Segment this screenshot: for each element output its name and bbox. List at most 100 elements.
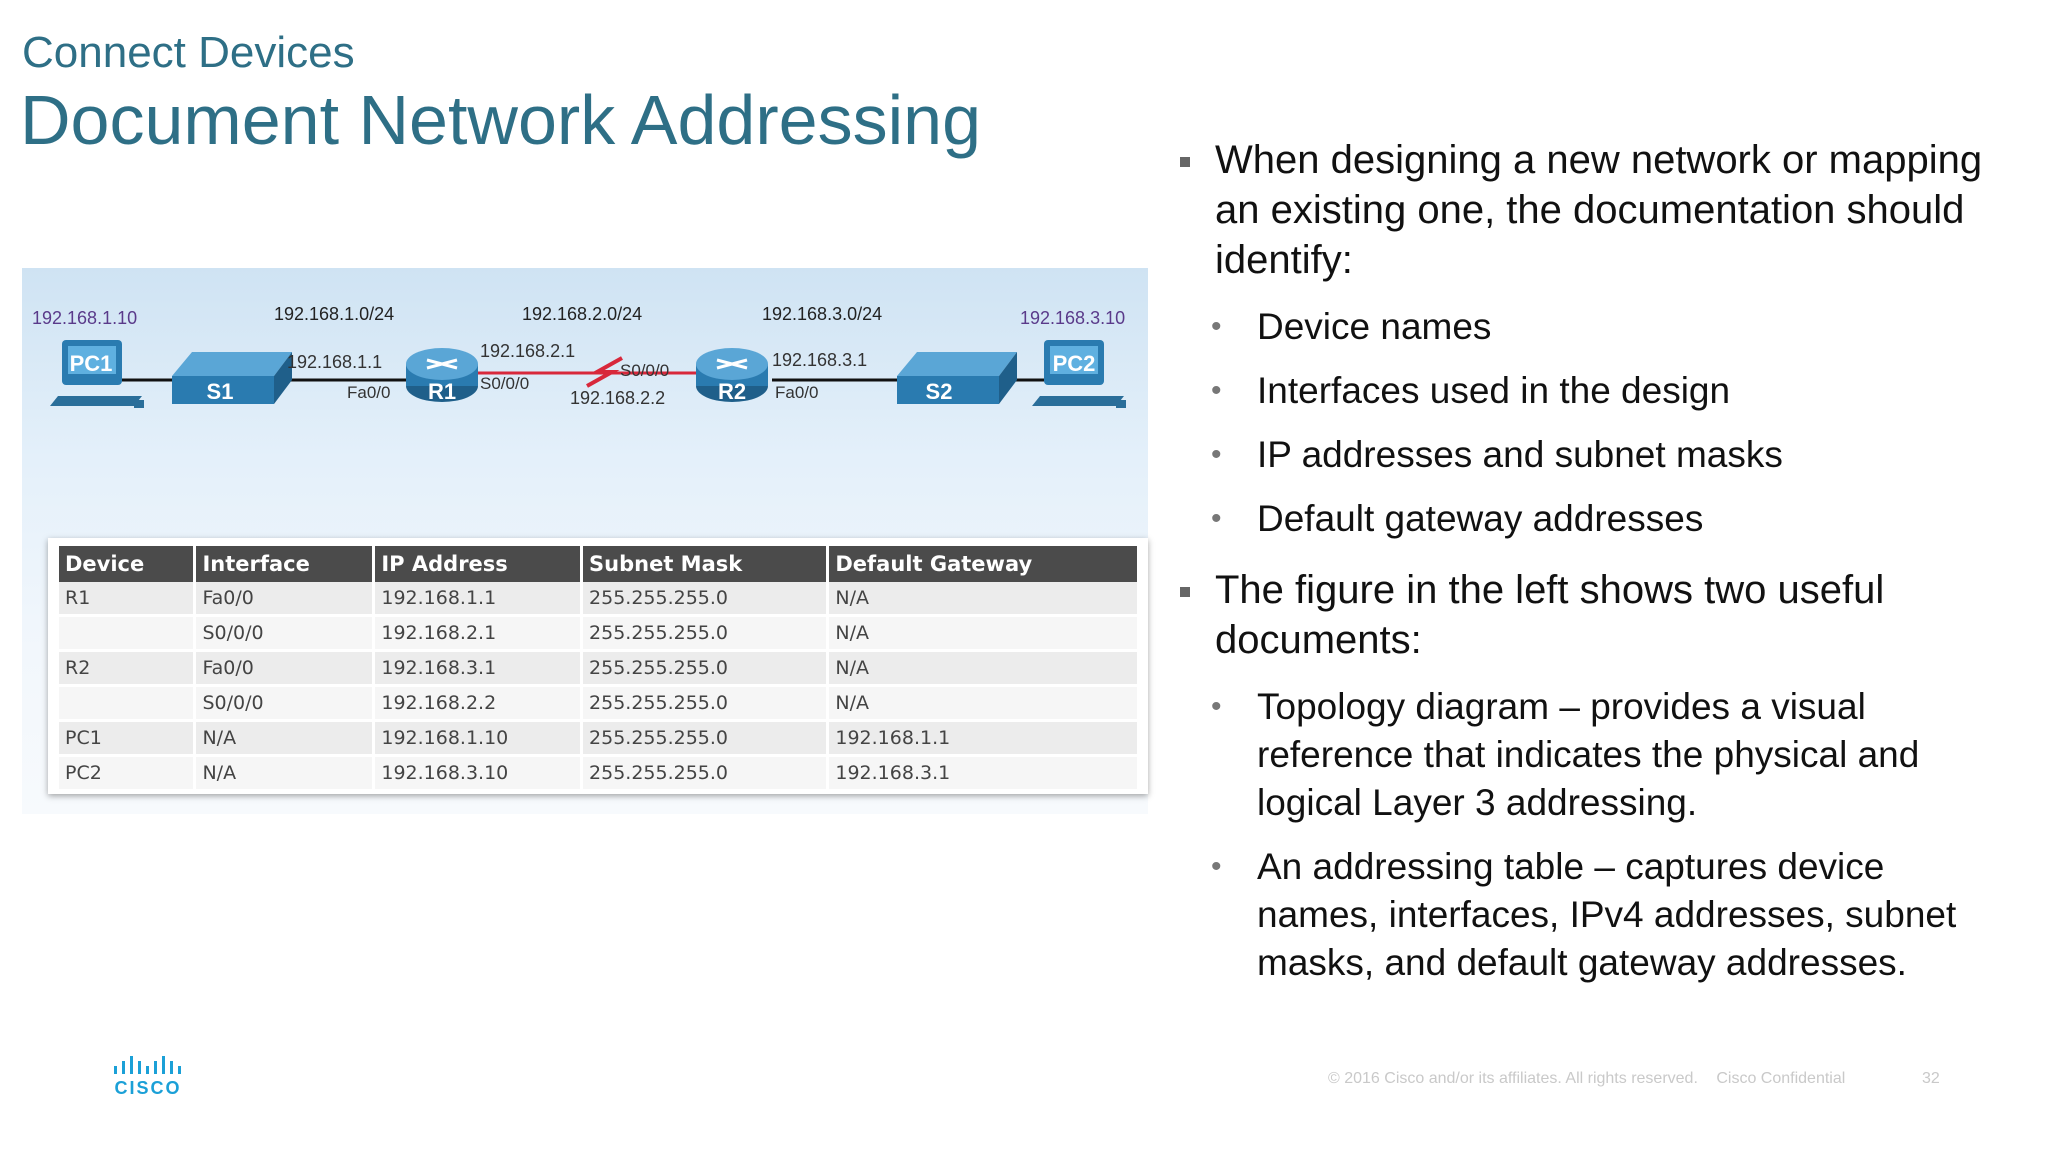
cell-gateway: N/A <box>829 582 1137 617</box>
slide-title: Document Network Addressing <box>20 81 981 159</box>
footer-copyright: © 2016 Cisco and/or its affiliates. All … <box>1328 1070 1698 1087</box>
dot-bullet-icon: • <box>1211 374 1222 407</box>
square-bullet-icon <box>1180 587 1190 597</box>
r2-lan-ip: 192.168.3.1 <box>772 350 867 370</box>
cell-interface: N/A <box>196 722 373 757</box>
dot-bullet-icon: • <box>1211 690 1222 723</box>
r2-wan-ip: 192.168.2.2 <box>570 388 665 408</box>
cisco-logo-text: CISCO <box>114 1078 181 1098</box>
s1-switch-icon <box>172 352 292 404</box>
cell-interface: S0/0/0 <box>196 617 373 652</box>
page-number: 32 <box>1922 1070 1940 1087</box>
cell-gateway: 192.168.1.1 <box>829 722 1137 757</box>
footer-confidential: Cisco Confidential <box>1716 1070 1846 1087</box>
r2-label: R2 <box>718 379 746 404</box>
r2-wan-if: S0/0/0 <box>620 361 669 380</box>
sub-bullet-item: • Topology diagram – provides a visual r… <box>1180 683 2000 827</box>
table-header-row: Device Interface IP Address Subnet Mask … <box>59 546 1137 582</box>
sub-bullet-text: IP addresses and subnet masks <box>1257 434 1783 475</box>
cell-mask: 255.255.255.0 <box>583 687 827 722</box>
pc1-icon <box>50 340 144 408</box>
table-row: S0/0/0 192.168.2.1 255.255.255.0 N/A <box>59 617 1137 652</box>
bullet-text: When designing a new network or mapping … <box>1215 138 1983 282</box>
cell-ip: 192.168.1.10 <box>375 722 581 757</box>
cell-mask: 255.255.255.0 <box>583 617 827 652</box>
r1-wan-ip: 192.168.2.1 <box>480 341 575 361</box>
s1-label: S1 <box>207 379 234 404</box>
cell-ip: 192.168.2.2 <box>375 687 581 722</box>
sub-bullet-item: • IP addresses and subnet masks <box>1180 431 2000 479</box>
pc2-icon <box>1032 340 1126 408</box>
cell-mask: 255.255.255.0 <box>583 722 827 757</box>
sub-bullet-text: Topology diagram – provides a visual ref… <box>1257 686 1920 823</box>
sub-bullet-item: • Device names <box>1180 303 2000 351</box>
pc1-label: PC1 <box>70 351 113 376</box>
addressing-table-card: Device Interface IP Address Subnet Mask … <box>48 538 1148 794</box>
cell-ip: 192.168.3.10 <box>375 757 581 792</box>
section-title: Connect Devices <box>22 28 355 77</box>
network-figure: PC1 S1 R1 R2 S2 <box>22 268 1148 814</box>
square-bullet-icon <box>1180 157 1190 167</box>
dot-bullet-icon: • <box>1211 310 1222 343</box>
dot-bullet-icon: • <box>1211 850 1222 883</box>
r2-lan-if: Fa0/0 <box>775 383 818 402</box>
cell-gateway: N/A <box>829 652 1137 687</box>
table-row: S0/0/0 192.168.2.2 255.255.255.0 N/A <box>59 687 1137 722</box>
sub-bullet-text: Default gateway addresses <box>1257 498 1704 539</box>
s2-switch-icon <box>897 352 1017 404</box>
sub-bullet-item: • Interfaces used in the design <box>1180 367 2000 415</box>
r1-lan-if: Fa0/0 <box>347 383 390 402</box>
net2-label: 192.168.2.0/24 <box>522 304 642 324</box>
table-row: PC2 N/A 192.168.3.10 255.255.255.0 192.1… <box>59 757 1137 792</box>
r1-label: R1 <box>428 379 456 404</box>
cell-gateway: N/A <box>829 617 1137 652</box>
net1-label: 192.168.1.0/24 <box>274 304 394 324</box>
col-interface: Interface <box>196 546 373 582</box>
cell-mask: 255.255.255.0 <box>583 582 827 617</box>
sub-bullet-item: • An addressing table – captures device … <box>1180 843 2000 987</box>
cell-interface: Fa0/0 <box>196 582 373 617</box>
cell-mask: 255.255.255.0 <box>583 757 827 792</box>
addressing-table: Device Interface IP Address Subnet Mask … <box>56 546 1140 792</box>
sub-bullet-text: Device names <box>1257 306 1492 347</box>
s2-label: S2 <box>926 379 953 404</box>
serial-zigzag <box>586 356 623 388</box>
cisco-logo-icon: CISCO <box>114 1056 181 1098</box>
col-ip-address: IP Address <box>375 546 581 582</box>
table-row: R1 Fa0/0 192.168.1.1 255.255.255.0 N/A <box>59 582 1137 617</box>
col-default-gateway: Default Gateway <box>829 546 1137 582</box>
dot-bullet-icon: • <box>1211 502 1222 535</box>
cell-gateway: 192.168.3.1 <box>829 757 1137 792</box>
cell-device: PC2 <box>59 757 194 792</box>
table-row: R2 Fa0/0 192.168.3.1 255.255.255.0 N/A <box>59 652 1137 687</box>
col-subnet-mask: Subnet Mask <box>583 546 827 582</box>
cell-device: PC1 <box>59 722 194 757</box>
sub-bullet-text: An addressing table – captures device na… <box>1257 846 1957 983</box>
net3-label: 192.168.3.0/24 <box>762 304 882 324</box>
cell-interface: Fa0/0 <box>196 652 373 687</box>
cell-interface: N/A <box>196 757 373 792</box>
pc1-ip: 192.168.1.10 <box>32 308 137 328</box>
bullet-item: The figure in the left shows two useful … <box>1180 565 2000 665</box>
pc2-ip: 192.168.3.10 <box>1020 308 1125 328</box>
cell-mask: 255.255.255.0 <box>583 652 827 687</box>
sub-bullet-text: Interfaces used in the design <box>1257 370 1731 411</box>
bullet-list: When designing a new network or mapping … <box>1180 135 2000 1003</box>
cell-device <box>59 687 194 722</box>
dot-bullet-icon: • <box>1211 438 1222 471</box>
sub-bullet-item: • Default gateway addresses <box>1180 495 2000 543</box>
cell-interface: S0/0/0 <box>196 687 373 722</box>
r1-wan-if: S0/0/0 <box>480 374 529 393</box>
r1-lan-ip: 192.168.1.1 <box>287 352 382 372</box>
footer: © 2016 Cisco and/or its affiliates. All … <box>1328 1070 1859 1088</box>
r2-router-icon <box>696 348 768 402</box>
cell-device: R1 <box>59 582 194 617</box>
col-device: Device <box>59 546 194 582</box>
topology-diagram: PC1 S1 R1 R2 S2 <box>32 304 1126 408</box>
cell-ip: 192.168.1.1 <box>375 582 581 617</box>
bullet-text: The figure in the left shows two useful … <box>1215 568 1885 662</box>
cell-device: R2 <box>59 652 194 687</box>
cell-gateway: N/A <box>829 687 1137 722</box>
cell-device <box>59 617 194 652</box>
r1-router-icon <box>406 348 478 402</box>
